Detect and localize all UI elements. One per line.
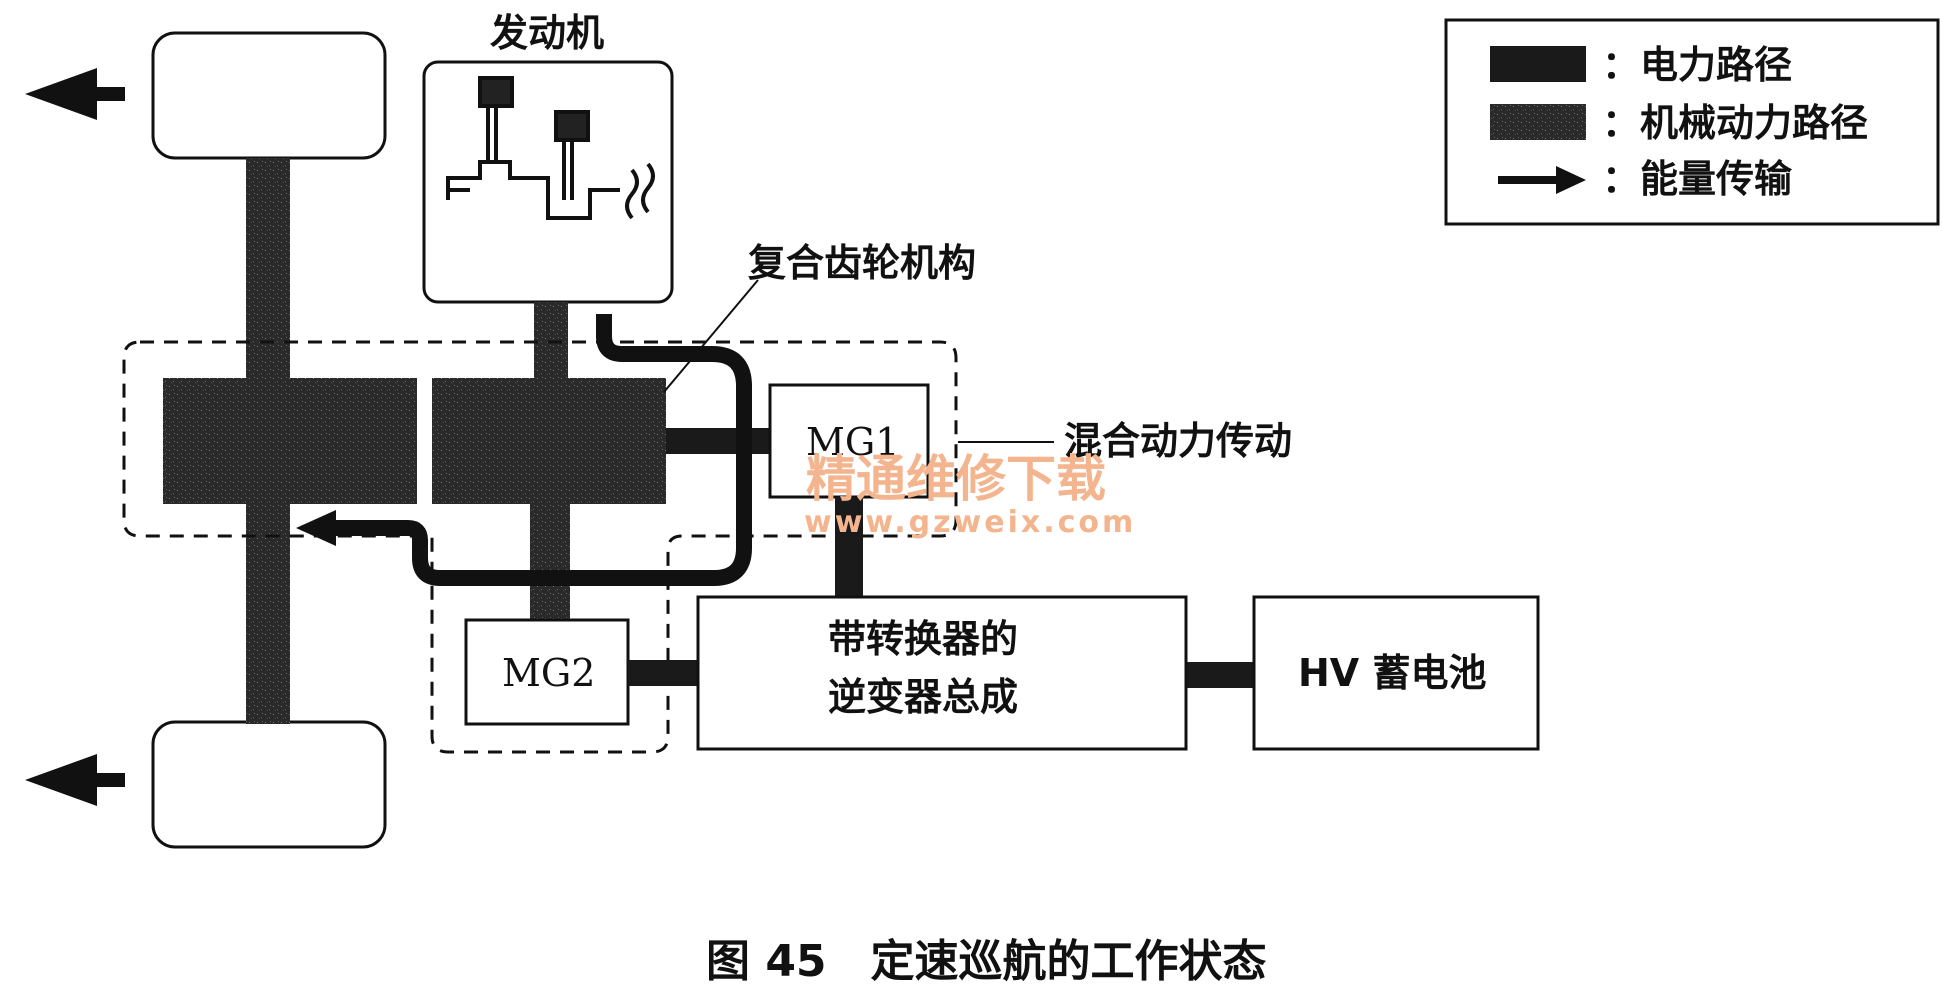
legend-arrow-icon (1498, 166, 1586, 194)
legend: ：电力路径 ：机械动力路径 ：能量传输 (1444, 18, 1940, 226)
battery-box (1252, 595, 1540, 751)
mg2-inverter-link (628, 660, 698, 686)
inverter-label-2: 逆变器总成 (828, 675, 1018, 719)
energy-transfer-path (328, 314, 752, 586)
inverter-battery-link (1186, 662, 1254, 688)
mg2-shaft (530, 504, 570, 620)
mg2-box (464, 618, 630, 726)
legend-mechanical-label: ：机械动力路径 (1602, 101, 1868, 145)
mg1-label: MG1 (806, 420, 899, 464)
mg1-box (768, 383, 930, 499)
mg1-inverter-link (835, 497, 863, 597)
inverter-box (696, 595, 1188, 751)
watermark-line2: www.gzweix.com (804, 505, 1136, 540)
mg1-link (666, 428, 770, 454)
front-wheel (151, 31, 387, 160)
inverter-label-1: 带转换器的 (828, 617, 1018, 661)
battery-label: HV 蓄电池 (1298, 651, 1486, 695)
compound-gear-leader (663, 279, 759, 393)
differential-gear (163, 378, 417, 504)
rear-wheel (151, 720, 387, 849)
engine-icon (446, 76, 655, 220)
mg2-label: MG2 (502, 651, 595, 695)
legend-energy-label: ：能量传输 (1602, 157, 1793, 201)
compound-gear-unit (432, 378, 666, 504)
energy-arrow-head (296, 510, 336, 546)
forward-arrow-top (25, 68, 125, 120)
engine-label: 发动机 (490, 11, 604, 55)
figure-caption: 图 45 定速巡航的工作状态 (706, 936, 1267, 985)
transaxle-outline (122, 340, 958, 754)
compound-gear-label: 复合齿轮机构 (748, 241, 976, 285)
forward-arrow-bottom (25, 754, 125, 806)
transaxle-label: 混合动力传动 (1064, 419, 1292, 463)
legend-mechanical-swatch (1490, 104, 1586, 140)
watermark-line1: 精通维修下载 (806, 450, 1106, 508)
legend-electric-swatch (1490, 46, 1586, 82)
legend-electric-label: ：电力路径 (1602, 43, 1792, 87)
